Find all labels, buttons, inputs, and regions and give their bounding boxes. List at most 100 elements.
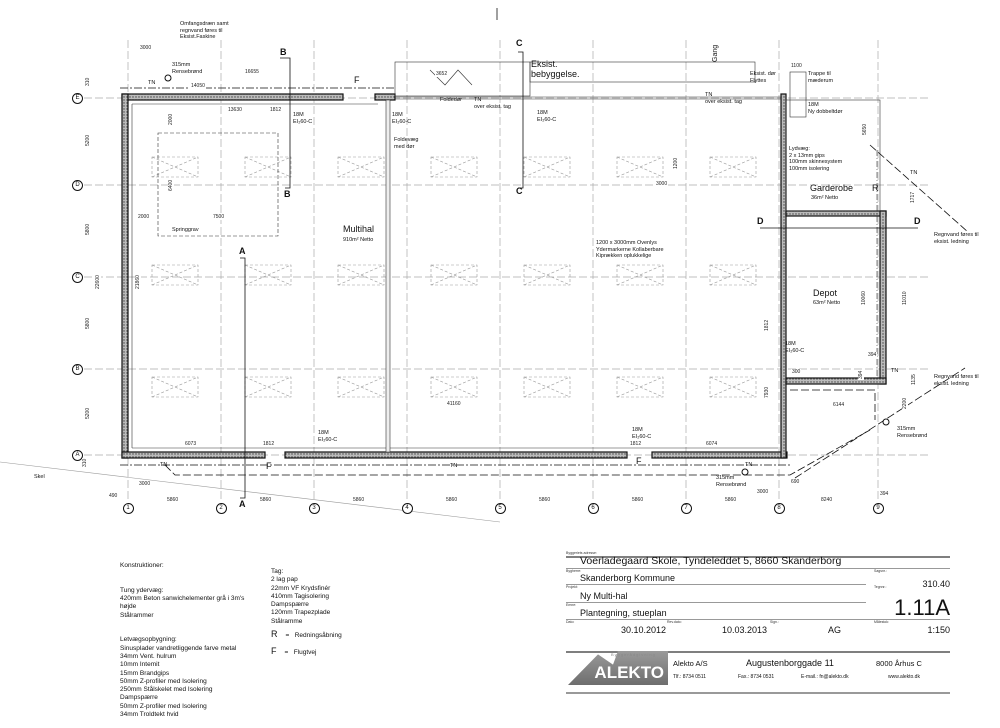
skylight [616, 156, 664, 178]
grid-bubble-column-6: 6 [587, 503, 599, 514]
grid-bubble-column-7: 7 [680, 503, 692, 514]
dimension: 5860 [631, 497, 645, 503]
tn-label: TN [745, 462, 753, 468]
dimension: 2000 [168, 112, 174, 126]
heavy-wall-note: Tung ydervæg: 420mm Beton sanwichelement… [120, 586, 245, 619]
dimension: 1812 [262, 441, 276, 447]
section-marker-b: B [284, 189, 291, 199]
dimension: 310 [85, 76, 91, 87]
skylight [616, 376, 664, 398]
skylight [523, 264, 571, 286]
dimension: 3000 [139, 45, 153, 51]
room-name-multihal: Multihal [343, 224, 375, 234]
dimension: 6073 [184, 441, 198, 447]
grid-bubble-column-5: 5 [494, 503, 506, 514]
dimension: 41160 [446, 401, 462, 407]
property-line [0, 461, 501, 523]
grid-bubble-column-3: 3 [308, 503, 320, 514]
door-label: 18M EI₂60-C [318, 430, 338, 443]
interior-lines [131, 61, 881, 453]
construction-notes: Konstruktioner: Tung ydervæg: 420mm Beto… [120, 554, 244, 728]
dimension: 3000 [655, 181, 669, 187]
skylight [151, 156, 199, 178]
floor-plan-drawing [0, 8, 969, 694]
rev-date: 10.03.2013 [722, 625, 768, 635]
tn-over-roof-label: TN over eksist. tag [705, 92, 742, 105]
door-label: 18M EI₂60-C [537, 110, 557, 123]
client: Skanderborg Kommune [580, 573, 676, 583]
legend-symbol: F [271, 646, 277, 656]
skylight [430, 264, 478, 286]
grid-bubble-column-4: 4 [401, 503, 413, 514]
drainage-note: Omfangsdræn samt regnvand føres til Eksi… [180, 21, 229, 40]
room-name-garderobe: Garderobe [810, 183, 854, 193]
tn-label: TN [160, 462, 168, 468]
rescue-opening-label: R [872, 183, 879, 193]
subject: Plantegning, stueplan [580, 608, 667, 618]
company-street: Augustenborggade 11 [746, 658, 834, 668]
dimension: 1717 [910, 190, 916, 204]
dimension: 8240 [820, 497, 834, 503]
client-caption: Bygherre: [566, 569, 582, 573]
skylight [523, 156, 571, 178]
skylight [430, 156, 478, 178]
dimension: 2200 [902, 396, 908, 410]
company-name: Alekto A/S [673, 659, 708, 668]
manhole-label: 315mm Rensebrønd [172, 62, 203, 75]
company-email: E-mail.: fn@alekto.dk [801, 674, 849, 680]
section-lines [240, 51, 918, 499]
section-marker-d: D [757, 216, 764, 226]
dimension: 3000 [138, 481, 152, 487]
company-website: www.alekto.dk [888, 674, 920, 680]
dimension: 5800 [85, 222, 91, 236]
case-number: 310.40 [922, 579, 950, 589]
company-city: 8000 Århus C [876, 659, 922, 668]
section-marker-c: C [516, 186, 523, 196]
manhole-label: 315mm Rensebrønd [897, 426, 928, 439]
dimension: 300 [791, 369, 802, 375]
dimension: 690 [790, 479, 801, 485]
room-area-garderobe: 36m² Netto [811, 195, 839, 201]
dimension: 1200 [673, 156, 679, 170]
sound-wall-note: Lydvæg: 2 x 13mm gips 100mm skinnesystem… [789, 146, 843, 172]
dimension: 5860 [445, 497, 459, 503]
dimension: 16655 [244, 69, 260, 75]
skylights [151, 156, 757, 398]
company-fax: Fax.: 8734 0531 [738, 674, 775, 680]
escape-route-label: F [636, 456, 642, 466]
room-area-multihal: 910m² Netto [343, 237, 374, 243]
dimension: 2000 [137, 214, 151, 220]
address-caption: Byggeriets adresse: [566, 551, 597, 555]
skylight [337, 264, 385, 286]
legend-eq: = [285, 632, 290, 639]
dimension: 22600 [95, 274, 101, 290]
dimension: 394 [867, 352, 878, 358]
legend-eq: = [284, 649, 289, 656]
skylight [244, 156, 292, 178]
escape-route-label: F [266, 461, 272, 471]
dimension: 7930 [764, 385, 770, 399]
dimension: 6144 [832, 402, 846, 408]
door-label: 18M EI₂60-C [632, 427, 652, 440]
tn-label: TN [910, 170, 918, 176]
skylight [616, 264, 664, 286]
date-caption: Dato: [566, 620, 575, 624]
skylight [151, 264, 199, 286]
door-label: 18M EI₂60-C [392, 112, 412, 125]
grid-bubble-column-8: 8 [773, 503, 785, 514]
dimension: 5860 [166, 497, 180, 503]
date: 30.10.2012 [621, 625, 667, 635]
door-label: 18M EI₂60-C [785, 341, 805, 354]
grid-bubble-column-2: 2 [215, 503, 227, 514]
dimension: 3000 [756, 489, 770, 495]
skylight [337, 376, 385, 398]
dimension: 7500 [212, 214, 226, 220]
notes-heading: Konstruktioner: [120, 562, 164, 570]
grid-bubble-row-A: A [72, 449, 83, 461]
dimension: 5860 [538, 497, 552, 503]
grid-bubble-column-9: 9 [872, 503, 884, 514]
manhole-label: 315mm Rensebrønd [716, 475, 747, 488]
skylight [709, 156, 757, 178]
grid-bubble-row-E: E [72, 92, 83, 104]
dimension: 13630 [227, 107, 243, 113]
